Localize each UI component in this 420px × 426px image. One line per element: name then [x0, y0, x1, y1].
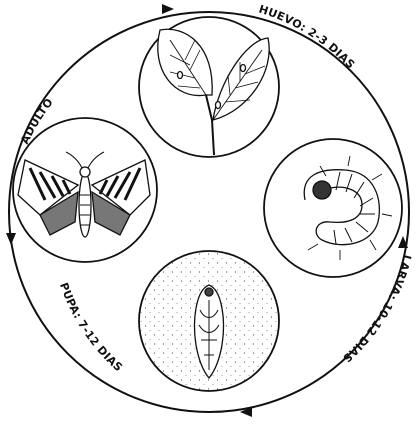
pupa-stage-circle: [139, 251, 279, 391]
larva-stage-circle: [264, 139, 402, 277]
adult-stage-circle: [13, 118, 157, 262]
egg-stage-circle: [139, 17, 279, 157]
arrow-top-icon: [162, 4, 174, 14]
pupa-stage-label: PUPA: 7-12 DIAS: [57, 281, 125, 374]
arrow-left-icon: [6, 233, 16, 245]
